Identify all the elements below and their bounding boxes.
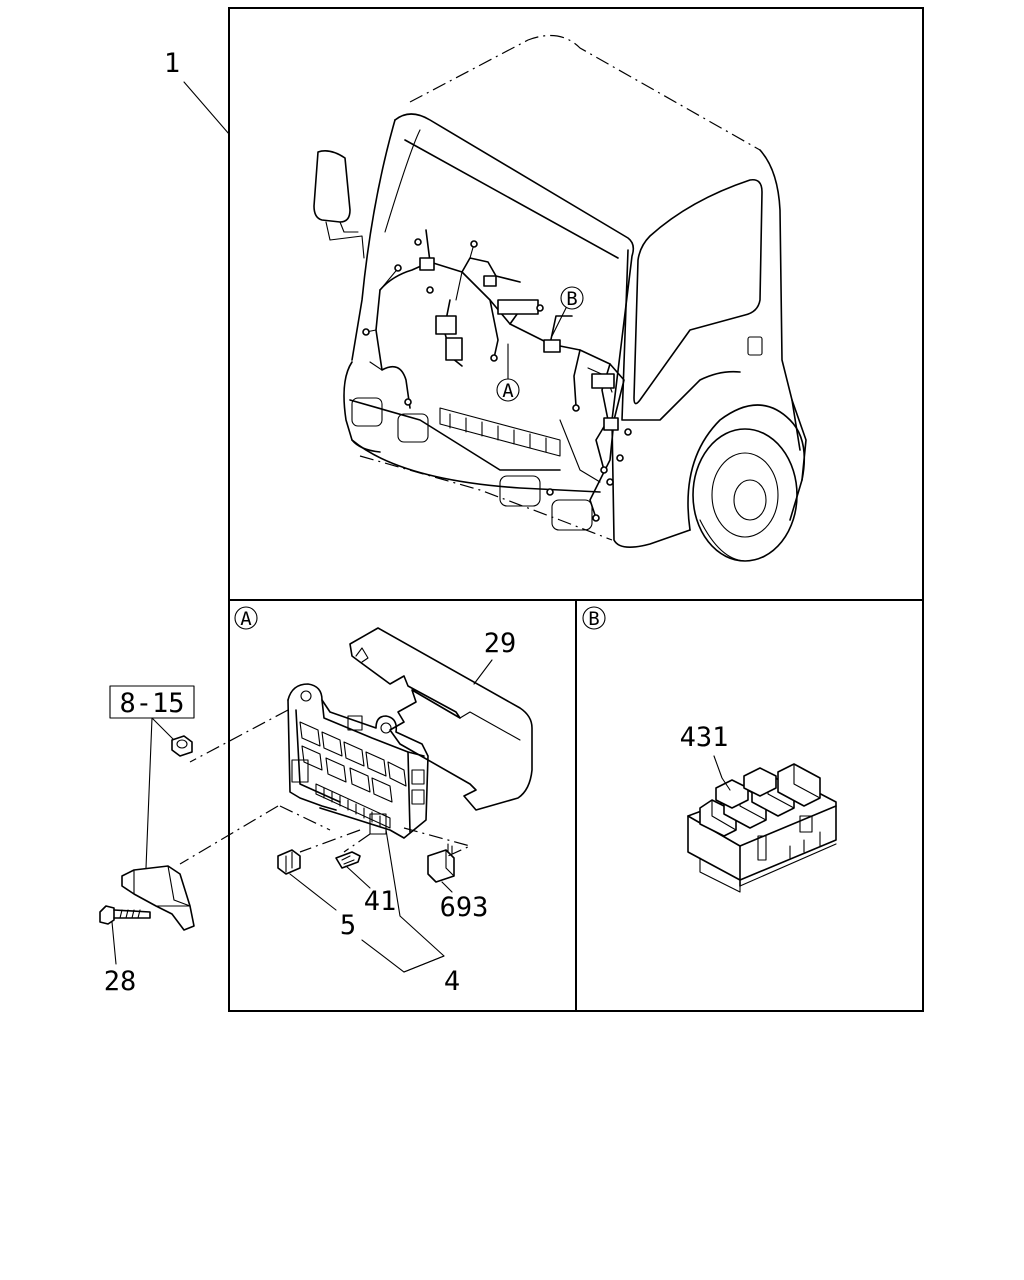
detail-a-marker: A: [234, 606, 258, 630]
relay-block-drawing: [687, 763, 837, 893]
leader-bracket-kit-nut: [151, 717, 177, 743]
view-a-label: A: [502, 380, 514, 402]
leader-bolt: [111, 921, 117, 965]
fuse-box-cover-drawing: [349, 627, 533, 811]
leader-bracket-kit-bracket: [145, 717, 153, 869]
leader-harness: [183, 81, 230, 135]
relay-41-drawing: [335, 851, 361, 869]
dashed-guide-relay-693: [403, 827, 472, 857]
fuse-box-drawing: [287, 683, 429, 839]
dashed-guide-relay-41: [343, 833, 371, 853]
dashed-guide-nut: [189, 709, 289, 763]
callout-cover: 29: [484, 628, 517, 659]
truck-cab-drawing: [313, 34, 807, 562]
callout-bracket-kit: 8-15: [119, 688, 184, 719]
relay-693-drawing: [427, 843, 455, 883]
view-marker-b-on-cab: B: [551, 286, 584, 337]
callout-bolt: 28: [104, 966, 137, 997]
view-marker-a-on-cab: A: [496, 343, 520, 402]
callout-relay-41: 41: [364, 886, 397, 917]
leader-cover: [473, 659, 493, 685]
detail-b-marker: B: [582, 606, 606, 630]
detail-a-frame: [228, 599, 577, 1012]
callout-relay-block: 431: [680, 722, 729, 753]
fuse-part-drawing: [277, 849, 301, 875]
dashed-guide-bracket: [179, 805, 331, 865]
bolt-drawing: [99, 905, 151, 925]
detail-b-frame: [575, 599, 924, 1012]
view-b-label: B: [566, 288, 577, 310]
diagram-frames: [228, 7, 924, 1012]
callout-relay-693: 693: [440, 892, 489, 923]
bracket-kit-label: 8-15: [109, 685, 195, 719]
detail-a-label: A: [240, 608, 252, 630]
callout-fuse-box: 4: [444, 966, 460, 997]
leader-relay-41: [345, 865, 371, 889]
leader-fuse: [289, 873, 337, 911]
callout-harness: 1: [164, 48, 180, 79]
bracket-drawing: [121, 865, 195, 931]
wiring-harness-drawing: [362, 229, 632, 522]
leader-relay-693: [441, 881, 453, 893]
callout-fuse: 5: [340, 910, 356, 941]
nut-drawing: [171, 735, 193, 757]
dashed-guide-fuse: [299, 829, 361, 853]
detail-b-label: B: [588, 608, 599, 630]
leader-relay-block: [713, 755, 731, 791]
